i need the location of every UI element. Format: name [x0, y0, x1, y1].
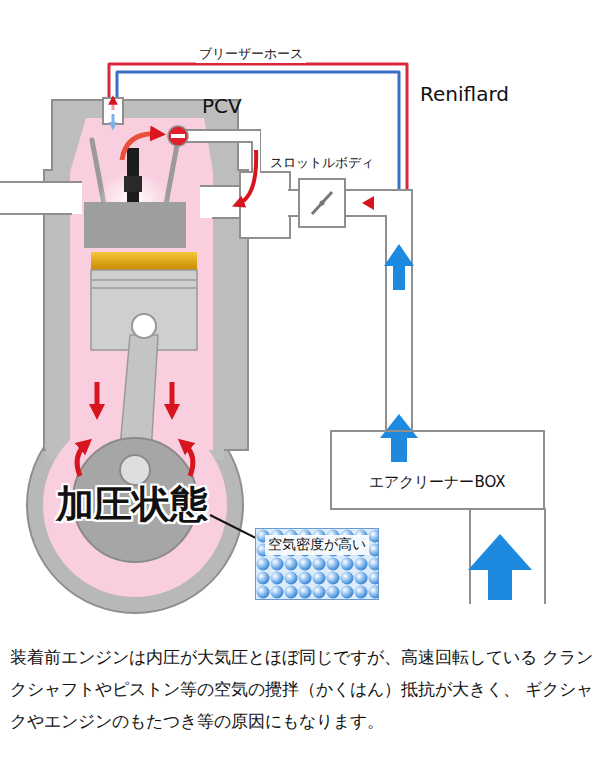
spark-plug: [124, 176, 142, 192]
pcv-valve: [168, 126, 260, 204]
intake-pipe: [346, 196, 399, 430]
pipe-inside: [346, 203, 399, 430]
air-bubbles: [256, 529, 378, 599]
piston: [132, 314, 156, 338]
pcv-valve: [238, 150, 256, 204]
crankcase-pressure-area: [43, 413, 227, 597]
piston: [84, 202, 197, 350]
throttle-body: スロットルボディ: [298, 178, 346, 228]
breather-valve: [112, 114, 115, 126]
throttle-valve: [312, 192, 332, 214]
intake-ports: [0, 182, 82, 214]
pressure-arrows: [184, 444, 193, 476]
crankshaft: [120, 455, 150, 485]
density-box: 空気密度が高い: [255, 528, 379, 600]
breather-valve: [112, 100, 115, 110]
engine-block: [27, 100, 248, 613]
pressure-arrows: [77, 382, 193, 476]
breather-valve: [103, 98, 123, 126]
pcv-valve: [170, 130, 260, 172]
airflow-arrow: [380, 414, 418, 462]
intake-ports: [200, 186, 244, 218]
intake-ports: [200, 186, 244, 218]
state-label: 加圧状態: [56, 484, 208, 526]
leader-line: [210, 515, 256, 538]
airflow-arrow: [384, 244, 414, 290]
pcv-valve: [186, 131, 260, 141]
throttle-valve: [320, 201, 325, 206]
piston: [91, 280, 197, 288]
pipe-wall: [346, 203, 399, 430]
caption: 装着前エンジンは内圧が大気圧とほぼ同じですが、高速回転している クランクシャフト…: [10, 642, 594, 738]
connecting-rod: [132, 314, 156, 338]
pressure-arrows: [170, 382, 175, 412]
node-text: 空気密度が高い: [265, 535, 369, 555]
air-cleaner-box: エアクリーナーBOX: [330, 430, 545, 510]
piston: [84, 202, 186, 248]
node-text: スロットルボディ: [270, 154, 374, 172]
arrow-head: [362, 196, 374, 210]
airflow-arrow: [468, 534, 532, 600]
piston: [91, 270, 197, 350]
pcv-valve: [168, 126, 188, 146]
pressure-arrows: [77, 444, 86, 476]
piston: [91, 252, 197, 270]
part-label: PCV: [202, 94, 242, 118]
spark-plug: [122, 134, 158, 160]
intake-ports: [240, 172, 290, 238]
hose-label: ブリーザーホース: [196, 45, 306, 63]
intake-ports: [0, 182, 82, 214]
pressure-arrows: [95, 382, 100, 412]
node-text: エアクリーナーBOX: [367, 473, 507, 492]
airflow-arrow: [380, 244, 532, 600]
pcv-valve: [171, 134, 185, 138]
part-label: Reniflard: [420, 82, 509, 106]
throttle-valve: [312, 192, 332, 214]
leader-line: [210, 515, 256, 538]
